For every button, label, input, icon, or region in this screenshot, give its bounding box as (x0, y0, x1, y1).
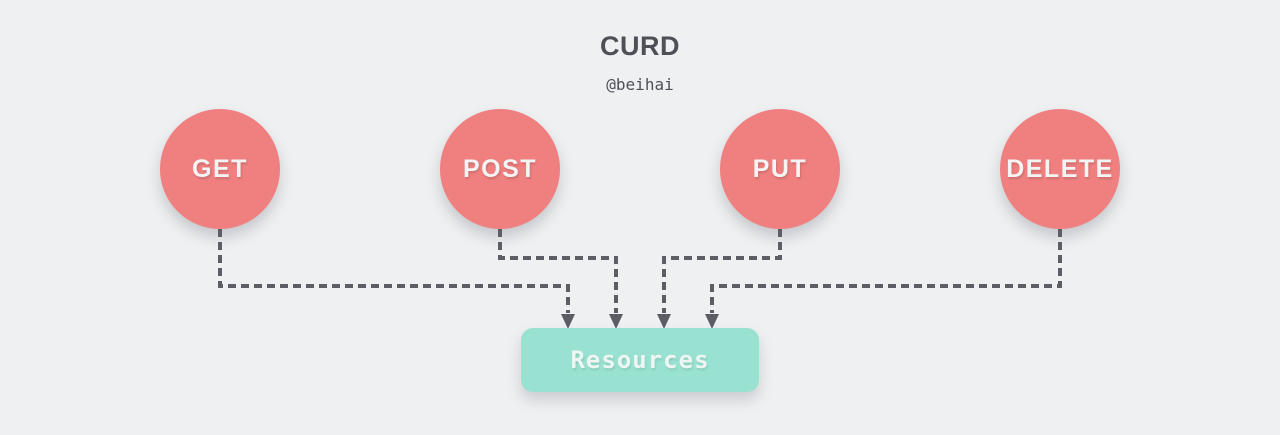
node-put-label: PUT (752, 154, 808, 183)
node-get-label: GET (192, 154, 248, 183)
node-resources: Resources (521, 328, 759, 392)
connector-post (498, 229, 618, 313)
arrowhead-put (657, 314, 671, 329)
connector-get (218, 229, 570, 313)
node-delete-label: DELETE (1006, 154, 1114, 183)
arrowhead-get (561, 314, 575, 329)
node-post-label: POST (462, 154, 538, 183)
connector-delete (710, 229, 1062, 313)
node-delete: DELETE (1000, 109, 1120, 229)
node-resources-label: Resources (570, 346, 710, 374)
node-get: GET (160, 109, 280, 229)
diagram-title: CURD (600, 31, 680, 61)
connector-put (662, 229, 782, 313)
arrowhead-post (609, 314, 623, 329)
diagram-subtitle: @beihai (606, 75, 674, 94)
arrowhead-delete (705, 314, 719, 329)
node-put: PUT (720, 109, 840, 229)
node-post: POST (440, 109, 560, 229)
